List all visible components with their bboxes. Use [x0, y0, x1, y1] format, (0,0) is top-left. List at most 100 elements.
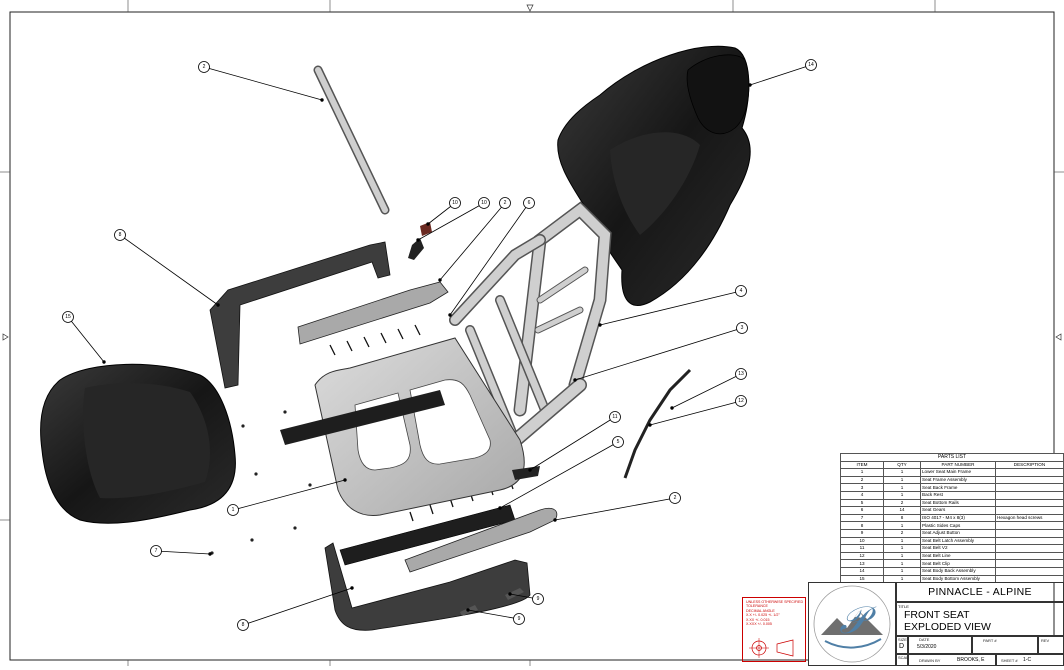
part-number-label: PART #	[983, 638, 997, 643]
balloon-circle	[150, 545, 162, 557]
balloon-circle	[612, 436, 624, 448]
belt-latch	[408, 222, 432, 260]
parts-cell-qty: 1	[883, 544, 921, 553]
leader-dot	[416, 238, 420, 242]
title-cell: TITLE FRONT SEAT EXPLODED VIEW	[896, 602, 1064, 636]
balloon-number: 8	[242, 622, 245, 628]
balloon: 12	[735, 395, 747, 407]
leader-dot	[598, 323, 602, 327]
parts-cell-item: 11	[840, 544, 884, 553]
part-number-cell: PART #	[972, 636, 1038, 654]
side-cap-upper	[209, 241, 391, 389]
leader-line	[67, 316, 105, 363]
parts-cell-desc	[995, 468, 1064, 477]
tolerance-line: X.XX +/- 0.015	[746, 617, 770, 622]
parts-cell-part: Seat Gears	[920, 506, 996, 515]
tolerance-line: X.X +/- 0.025 +/- 1/2°	[746, 613, 780, 618]
parts-cell-qty: 2	[883, 528, 921, 538]
parts-cell-qty: 8	[883, 513, 921, 523]
leader-dot	[448, 313, 452, 317]
parts-list-table: PARTS LIST ITEM QTY PART NUMBER DESCRIPT…	[840, 453, 1064, 584]
leader-dot	[320, 98, 324, 102]
date-value: 5/3/2020	[917, 644, 937, 650]
leader-line	[574, 327, 743, 381]
balloon-number: 2	[504, 200, 507, 206]
sheet-label: SHEET #	[1001, 658, 1018, 663]
parts-cell-part: Back Rest	[920, 490, 996, 500]
bolts-row-lower	[409, 479, 514, 522]
balloon-circle	[523, 197, 535, 209]
leader-line	[599, 290, 742, 326]
leader-dot	[648, 423, 652, 427]
parts-list-title: PARTS LIST	[840, 453, 1064, 462]
balloon-circle	[735, 395, 747, 407]
center-mark-top	[526, 4, 534, 12]
leader-dot	[748, 83, 752, 87]
balloon: 15	[62, 311, 74, 323]
drawn-by-label: DRAWN BY	[919, 658, 941, 663]
seat-rail-upper	[297, 281, 449, 345]
col-qty: QTY	[883, 460, 921, 470]
tolerance-line: DECIMAL ANGLE	[746, 608, 775, 613]
tolerance-line: TOLERANCE	[746, 604, 768, 609]
balloon-circle	[237, 619, 249, 631]
leader-dot	[528, 468, 532, 472]
size-value: D	[899, 643, 905, 650]
balloon: 10	[478, 197, 490, 209]
date-cell: DATE 5/3/2020	[908, 636, 972, 654]
leader-dot	[438, 278, 442, 282]
leader-lines	[67, 64, 812, 626]
balloon: 2	[198, 61, 210, 73]
rev-cell: REV	[1038, 636, 1064, 654]
leader-dot	[102, 360, 106, 364]
size-label: SIZE	[898, 637, 907, 642]
balloon: 6	[523, 197, 535, 209]
leader-line	[749, 64, 812, 86]
parts-cell-qty: 1	[883, 483, 921, 492]
balloon-number: 9	[537, 596, 540, 602]
balloon-number: 3	[741, 325, 744, 331]
parts-cell-desc: Hexagon head screws	[995, 513, 1064, 523]
leader-line	[242, 587, 353, 626]
balloon-circle	[735, 368, 747, 380]
tolerance-line: UNLESS OTHERWISE SPECIFIED	[746, 600, 804, 604]
parts-cell-item: 9	[840, 528, 884, 538]
balloon-circle	[735, 285, 747, 297]
balloon: 8	[114, 229, 126, 241]
leader-line	[232, 479, 346, 511]
balloon: 7	[150, 545, 162, 557]
parts-cell-part: Seat Body Back Assembly	[920, 566, 996, 576]
parts-cell-desc	[995, 544, 1064, 553]
leader-line	[449, 202, 530, 316]
parts-cell-item: 5	[840, 498, 884, 508]
parts-cell-item: 6	[840, 506, 884, 515]
parts-cell-item: 12	[840, 551, 884, 561]
leader-line	[529, 416, 616, 471]
parts-cell-desc	[995, 490, 1064, 500]
balloon-circle	[114, 229, 126, 241]
balloon-number: 7	[155, 548, 158, 554]
balloon-number: 11	[612, 414, 617, 420]
parts-cell-qty: 1	[883, 559, 921, 568]
scale-label: SCALE	[898, 655, 912, 660]
balloon-number: 14	[808, 62, 814, 68]
side-cap-lower	[324, 542, 531, 631]
balloon-number: 6	[528, 200, 531, 206]
balloon-number: 5	[617, 439, 620, 445]
parts-cell-desc	[995, 528, 1064, 538]
tolerance-line: X.XXX +/- 0.005	[746, 622, 772, 627]
seat-back-shell	[557, 45, 751, 306]
parts-cell-part: Seat Bottom Rails	[920, 498, 996, 508]
lower-seat-frame	[280, 337, 525, 517]
leader-dot	[343, 478, 347, 482]
date-label: DATE	[919, 637, 930, 642]
parts-cell-item: 3	[840, 483, 884, 492]
balloon-circle	[449, 197, 461, 209]
